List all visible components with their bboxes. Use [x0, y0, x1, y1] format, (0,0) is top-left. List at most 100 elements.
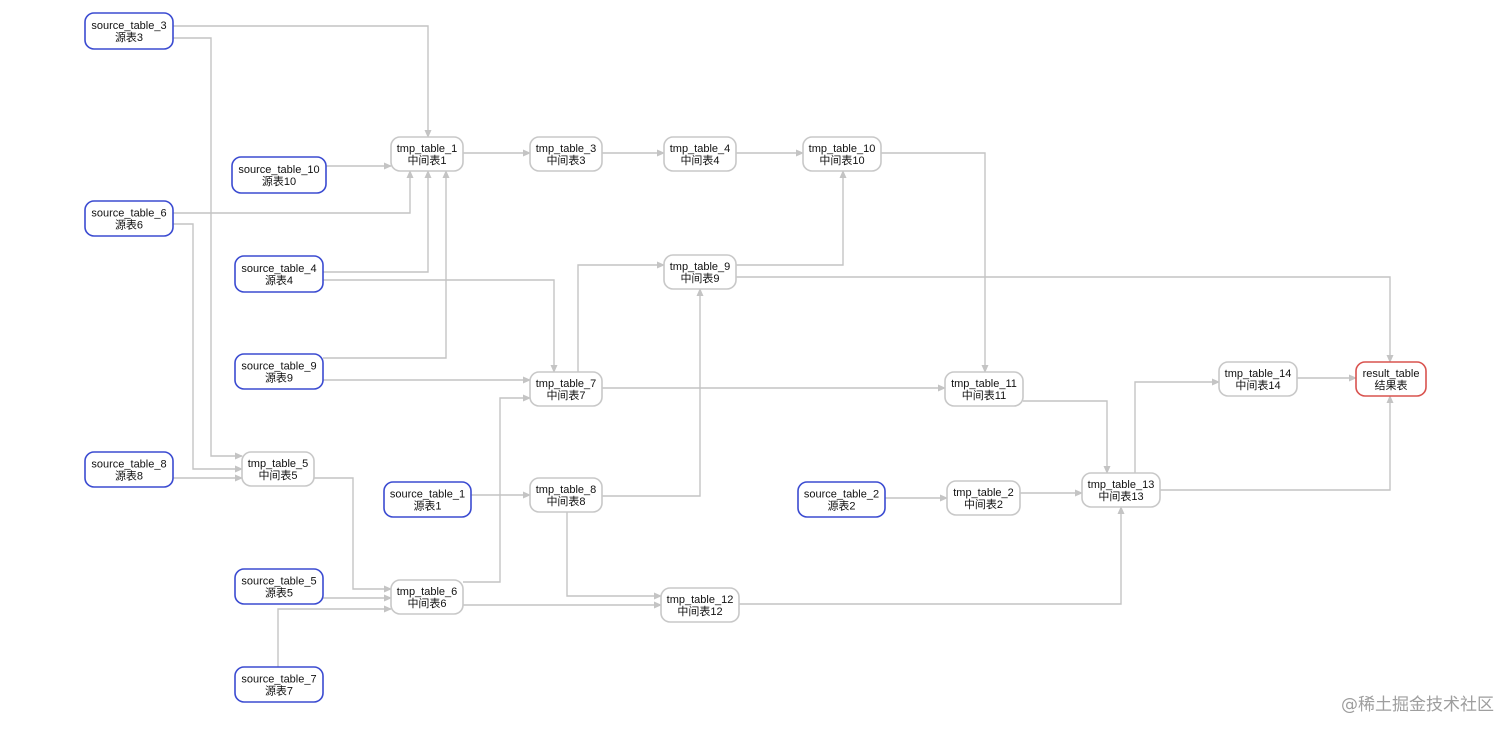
node-label: 中间表5: [258, 468, 297, 482]
edge-tmp_table_11-to-tmp_table_13: [1023, 400, 1111, 474]
node-label: 中间表2: [964, 497, 1003, 511]
node-box: [797, 481, 886, 518]
edge-source_table_9-to-tmp_table_1: [323, 170, 450, 359]
node-label: 中间表8: [546, 494, 585, 508]
edge-source_table_4-to-tmp_table_1: [323, 170, 432, 273]
node-name: tmp_table_3: [536, 143, 597, 155]
node-label: 源表10: [262, 174, 296, 188]
node-name: source_table_3: [91, 20, 166, 32]
node-name: result_table: [1363, 368, 1420, 380]
node-box: [390, 579, 464, 615]
node-name: source_table_4: [241, 263, 316, 275]
node-label: 源表9: [265, 371, 293, 385]
node-name: source_table_8: [91, 459, 166, 471]
node-label: 中间表4: [680, 153, 719, 167]
node-name: tmp_table_4: [670, 143, 731, 155]
node-name: tmp_table_2: [953, 487, 1014, 499]
node-name: tmp_table_7: [536, 378, 597, 390]
node-label: 源表1: [413, 499, 441, 513]
node-label: 中间表11: [962, 388, 1006, 402]
node-label: 中间表1: [407, 153, 446, 167]
node-label: 源表8: [115, 469, 143, 483]
node-name: tmp_table_6: [397, 586, 458, 598]
node-box: [84, 12, 174, 50]
node-name: source_table_2: [804, 489, 879, 501]
node-box: [383, 481, 472, 518]
edge-tmp_table_9-to-result_table: [736, 276, 1394, 363]
edge-tmp_table_6-to-tmp_table_7: [463, 394, 531, 583]
edge-source_table_3-to-tmp_table_1: [173, 25, 432, 138]
edge-source_table_6-to-tmp_table_5: [173, 223, 243, 473]
edge-tmp_table_8-to-tmp_table_9: [602, 288, 704, 497]
node-label: 源表4: [265, 273, 293, 287]
edge-tmp_table_7-to-tmp_table_9: [577, 261, 665, 372]
node-box: [390, 136, 464, 172]
node-box: [660, 587, 740, 623]
node-label: 源表2: [827, 499, 855, 513]
node-box: [234, 353, 324, 390]
node-box: [663, 254, 737, 290]
node-label: 源表3: [115, 30, 143, 44]
node-name: source_table_7: [241, 674, 316, 686]
node-box: [234, 666, 324, 703]
node-label: 中间表13: [1098, 489, 1143, 503]
edge-tmp_table_8-to-tmp_table_12: [566, 512, 662, 600]
edge-tmp_table_9-to-tmp_table_10: [736, 170, 847, 266]
edge-tmp_table_10-to-tmp_table_11: [881, 152, 989, 373]
node-label: 中间表9: [680, 271, 719, 285]
watermark-text: @稀土掘金技术社区: [1341, 695, 1494, 715]
node-label: 源表6: [115, 218, 143, 232]
node-box: [234, 255, 324, 293]
node-box: [1218, 361, 1298, 397]
node-name: tmp_table_5: [248, 458, 309, 470]
node-box: [84, 200, 174, 237]
node-name: tmp_table_12: [667, 594, 734, 606]
node-box: [1081, 472, 1161, 508]
edge-source_table_3-to-tmp_table_5: [173, 37, 243, 460]
node-label: 中间表6: [407, 596, 446, 610]
edge-source_table_7-to-tmp_table_6: [277, 605, 392, 667]
node-box: [84, 451, 174, 488]
node-box: [946, 480, 1021, 516]
node-box: [529, 371, 603, 407]
node-box: [1355, 361, 1427, 397]
node-label: 结果表: [1375, 378, 1408, 392]
node-name: tmp_table_1: [397, 143, 458, 155]
node-name: source_table_10: [238, 164, 319, 176]
node-box: [944, 371, 1024, 407]
node-name: tmp_table_14: [1225, 368, 1292, 380]
node-name: tmp_table_8: [536, 484, 597, 496]
node-label: 中间表14: [1235, 378, 1280, 392]
node-label: 中间表10: [819, 153, 864, 167]
node-name: tmp_table_13: [1088, 479, 1155, 491]
node-name: source_table_9: [241, 361, 316, 373]
node-box: [802, 136, 882, 172]
node-label: 中间表7: [546, 388, 585, 402]
